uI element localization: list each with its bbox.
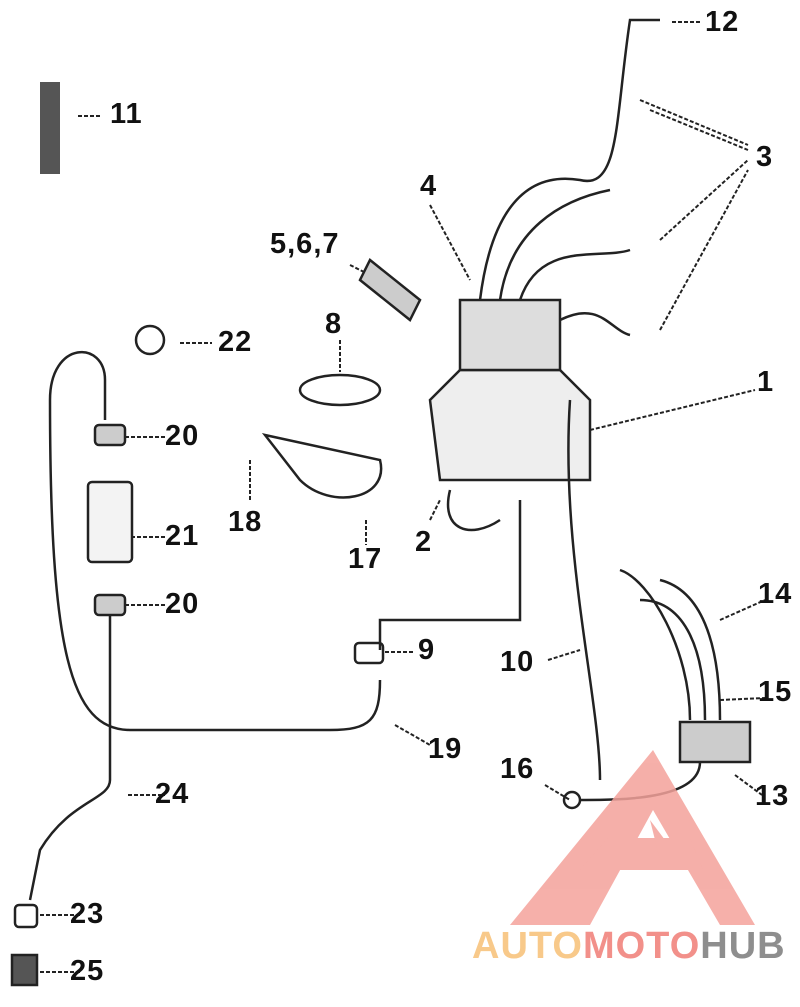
watermark-hub: HUB — [700, 925, 786, 967]
watermark-logo — [510, 750, 755, 925]
callout-19: 19 — [428, 733, 463, 765]
callout-25: 25 — [70, 955, 105, 987]
part-11-strip — [40, 82, 60, 174]
callout-16: 16 — [500, 753, 535, 785]
callout-9: 9 — [418, 634, 436, 666]
callout-15: 15 — [758, 676, 793, 708]
callout-1: 1 — [757, 366, 775, 398]
callout-2: 2 — [415, 526, 433, 558]
callout-22: 22 — [218, 326, 253, 358]
callout-5-6-7: 5,6,7 — [270, 228, 340, 260]
callout-20-top: 20 — [165, 420, 200, 452]
callout-24: 24 — [155, 778, 190, 810]
callout-11: 11 — [110, 98, 143, 130]
callout-18: 18 — [228, 506, 263, 538]
callout-23: 23 — [70, 898, 105, 930]
watermark-moto: MOTO — [582, 925, 701, 967]
callout-14: 14 — [758, 578, 793, 610]
callout-12: 12 — [705, 6, 740, 38]
watermark-text: AUTOMOTOHUB — [472, 925, 786, 968]
callout-21: 21 — [165, 520, 200, 552]
callout-20-bottom: 20 — [165, 588, 200, 620]
callout-13: 13 — [755, 780, 790, 812]
callout-17: 17 — [348, 543, 383, 575]
callout-3: 3 — [756, 141, 774, 173]
callout-10: 10 — [500, 646, 535, 678]
callout-8: 8 — [325, 308, 343, 340]
callout-4: 4 — [420, 170, 438, 202]
watermark-auto: AUTO — [472, 925, 583, 967]
